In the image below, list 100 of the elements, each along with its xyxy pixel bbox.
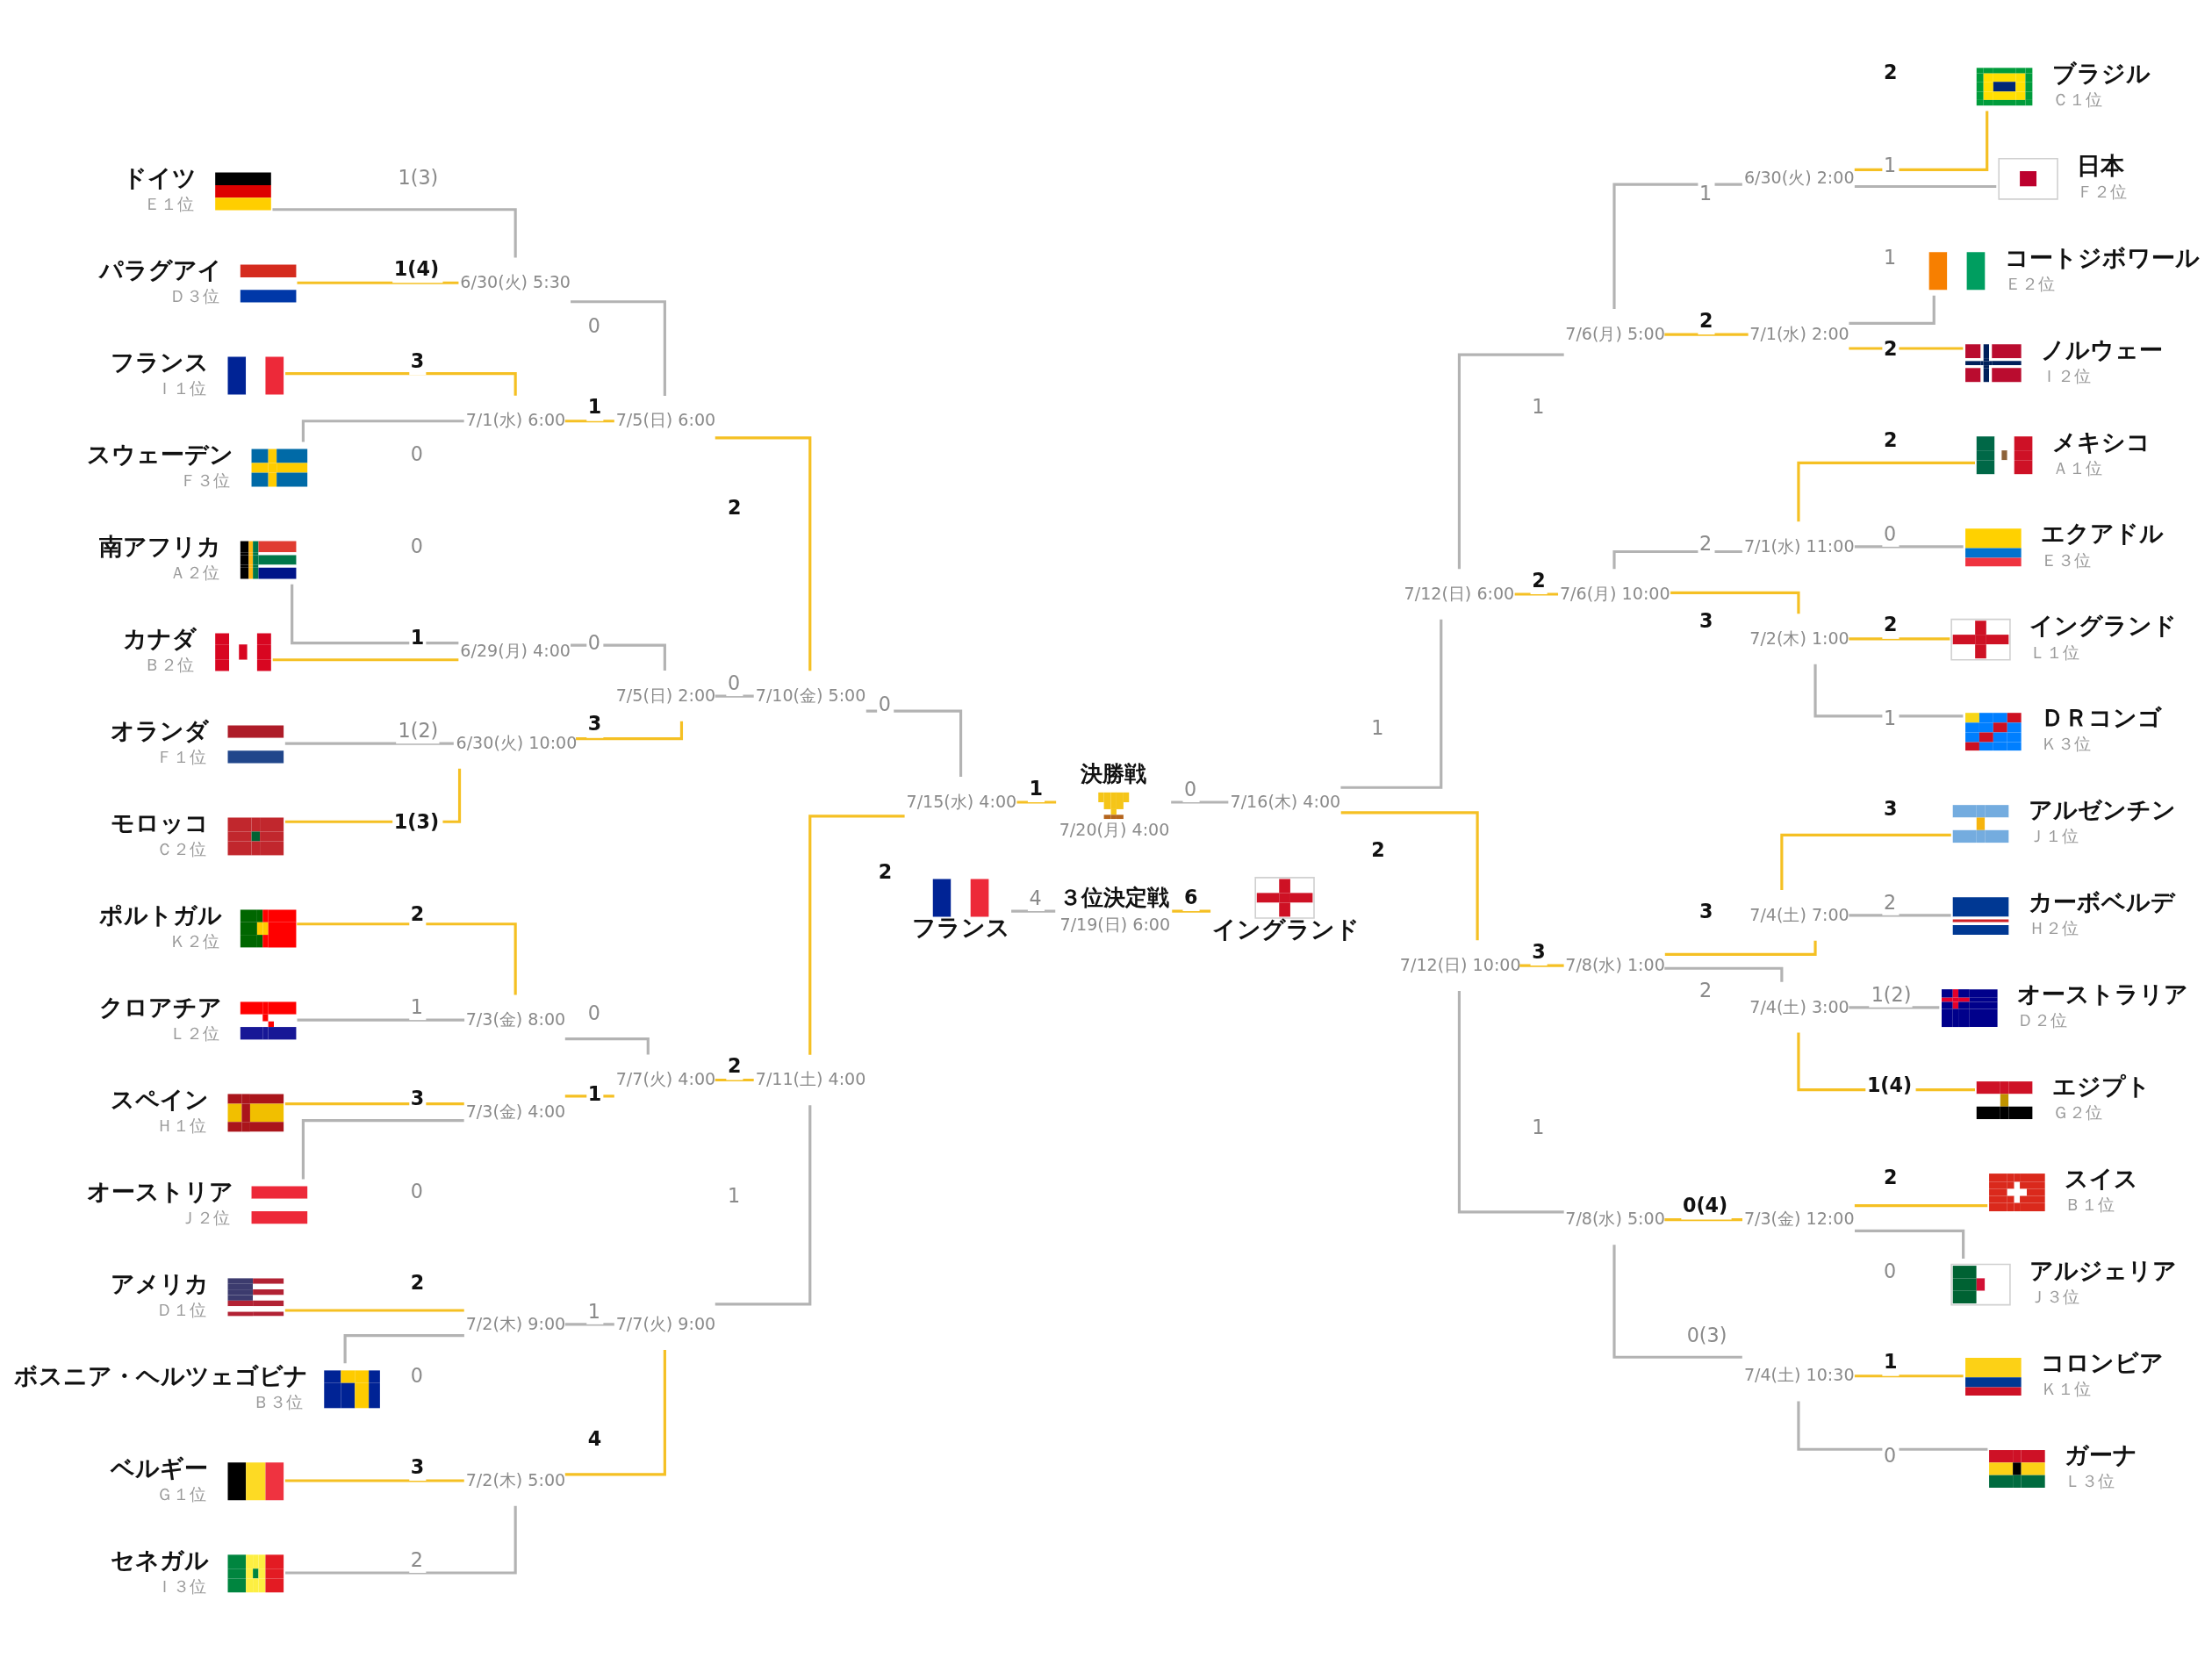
node-text: 7/4(土) 3:00 — [1749, 996, 1849, 1016]
edge-label: 2 — [878, 859, 893, 883]
node-text: 6/30(火) 5:30 — [460, 271, 571, 291]
node-label: アメリカ — [110, 1269, 209, 1297]
edge-label: 2 — [1883, 60, 1898, 83]
node-label: Ｋ２位 — [169, 930, 219, 951]
node-label: スペイン — [110, 1085, 209, 1113]
node-text: 7/8(水) 5:00 — [1565, 1208, 1665, 1228]
edge-label: 0(4) — [1682, 1193, 1728, 1217]
node-text: 7/12(日) 6:00 — [1404, 583, 1515, 603]
edge-label: 1 — [587, 1299, 601, 1323]
node-label: アルジェリア — [2029, 1256, 2178, 1284]
edge-label: 3 — [1699, 608, 1713, 632]
node-text: 7/7(火) 4:00 — [615, 1068, 716, 1088]
node-label: Ｌ３位 — [2064, 1470, 2115, 1490]
edge-label: 0 — [1184, 777, 1197, 800]
node-label: スウェーデン — [86, 440, 233, 468]
edge-label: 2 — [727, 495, 742, 519]
node-label: カナダ — [123, 624, 198, 652]
node-text: 7/3(金) 12:00 — [1743, 1208, 1855, 1228]
node-label: Ｆ３位 — [180, 470, 231, 490]
node-label: Ｃ２位 — [156, 838, 207, 858]
edge-label: 1(2) — [398, 718, 439, 742]
node-label: 日本 — [2077, 151, 2125, 179]
node-label: 7/20(月) 4:00 — [1059, 819, 1170, 839]
node-label: アルゼンチン — [2028, 795, 2176, 823]
edge-label: 3 — [410, 1086, 425, 1109]
node-label: Ｅ３位 — [2040, 549, 2091, 570]
edge-label: 0 — [1883, 521, 1897, 545]
node-label: Ａ１位 — [2051, 457, 2102, 477]
edge-label: 1(2) — [1871, 982, 1912, 1006]
node-text: 7/3(金) 8:00 — [465, 1008, 566, 1029]
edge-label: 1 — [1371, 715, 1384, 739]
node-text: コートジボワール Ｅ２位 — [2004, 243, 2200, 293]
node-label: Ｈ２位 — [2028, 917, 2079, 937]
edge-label: 3 — [1883, 796, 1898, 820]
node-label: コロンビア — [2040, 1348, 2164, 1376]
node-text: 7/3(金) 4:00 — [465, 1101, 566, 1121]
node-text: 6/30(火) 10:00 — [456, 732, 578, 752]
node-label: エクアドル — [2040, 519, 2164, 547]
node-label: Ｋ１位 — [2040, 1378, 2091, 1398]
node-text: 6/30(火) 2:00 — [1743, 167, 1855, 187]
node-label: セネガル — [110, 1546, 209, 1574]
edge-label: 1 — [1883, 153, 1897, 176]
edge-label: 2 — [727, 1053, 742, 1077]
edge-label: 2 — [410, 1270, 425, 1294]
node-label: Ｌ１位 — [2029, 642, 2080, 662]
edge-label: 2 — [1371, 837, 1385, 861]
node-text: 7/6(月) 10:00 — [1559, 583, 1670, 603]
edge-label: 0 — [1883, 1443, 1897, 1467]
node-label: Ｊ１位 — [2028, 825, 2079, 845]
node-text: 7/1(水) 6:00 — [465, 409, 566, 429]
node-label: Ｂ１位 — [2064, 1194, 2115, 1214]
edge-label: 1 — [1532, 394, 1545, 418]
edge-label: 1(3) — [398, 165, 439, 189]
node-text: 7/4(土) 7:00 — [1749, 904, 1849, 924]
edge-label: 2 — [1883, 890, 1897, 914]
node-text: 7/4(土) 10:30 — [1743, 1364, 1855, 1384]
node-text: 7/8(水) 1:00 — [1565, 954, 1665, 974]
node-label: ベルギー — [110, 1453, 208, 1482]
edge-label: 0 — [410, 1363, 424, 1387]
edge-label: 1 — [587, 394, 602, 418]
node-text: 7/2(木) 9:00 — [465, 1313, 566, 1333]
edge-label: 0 — [410, 1179, 424, 1202]
edge-label: 0 — [410, 534, 424, 557]
node-label: ガーナ — [2064, 1440, 2137, 1468]
node-text: 7/12(日) 10:00 — [1399, 954, 1521, 974]
edge-label: 1(3) — [393, 809, 440, 833]
node-label: Ｈ１位 — [156, 1115, 207, 1135]
node-text: 7/5(日) 2:00 — [615, 685, 716, 705]
node-text: ３位決定戦 7/19(日) 6:00 — [1059, 883, 1171, 934]
node-label: ドイツ — [123, 163, 198, 191]
edge-label: 1 — [587, 1081, 602, 1105]
edge-label: 1 — [1029, 776, 1043, 800]
edge-label: 1(4) — [393, 256, 440, 280]
node-text: 7/7(火) 9:00 — [615, 1313, 716, 1333]
edge-label: 0 — [727, 671, 741, 694]
node-text: オランダ Ｆ１位 — [110, 716, 209, 766]
node-label: Ｉ２位 — [2040, 365, 2091, 385]
edge-label: 1 — [410, 625, 425, 649]
node-label: Ｊ２位 — [180, 1207, 231, 1227]
edge-label: 1 — [1883, 1349, 1898, 1373]
node-text: 6/29(月) 4:00 — [460, 640, 571, 660]
edge-label: 1 — [410, 994, 424, 1018]
edge-label: 0 — [410, 441, 424, 465]
edge-label: 0(3) — [1686, 1323, 1727, 1346]
node-label: Ｇ１位 — [156, 1483, 207, 1504]
node-label: Ｋ３位 — [2040, 733, 2091, 753]
edge-label: 3 — [1699, 899, 1713, 922]
node-label: Ｉ３位 — [156, 1575, 207, 1596]
node-label: メキシコ — [2051, 427, 2151, 456]
edge-label: 0 — [587, 313, 601, 337]
edge-label: 3 — [1532, 939, 1546, 963]
node-label: Ｂ２位 — [144, 654, 195, 674]
node-label: ブラジル — [2051, 59, 2151, 87]
edge-label: 4 — [587, 1426, 602, 1450]
node-label: Ｄ２位 — [2016, 1009, 2067, 1030]
edge-label: 1 — [1883, 245, 1897, 269]
node-label: 南アフリカ — [99, 532, 222, 560]
node-text: 7/11(土) 4:00 — [755, 1068, 866, 1088]
